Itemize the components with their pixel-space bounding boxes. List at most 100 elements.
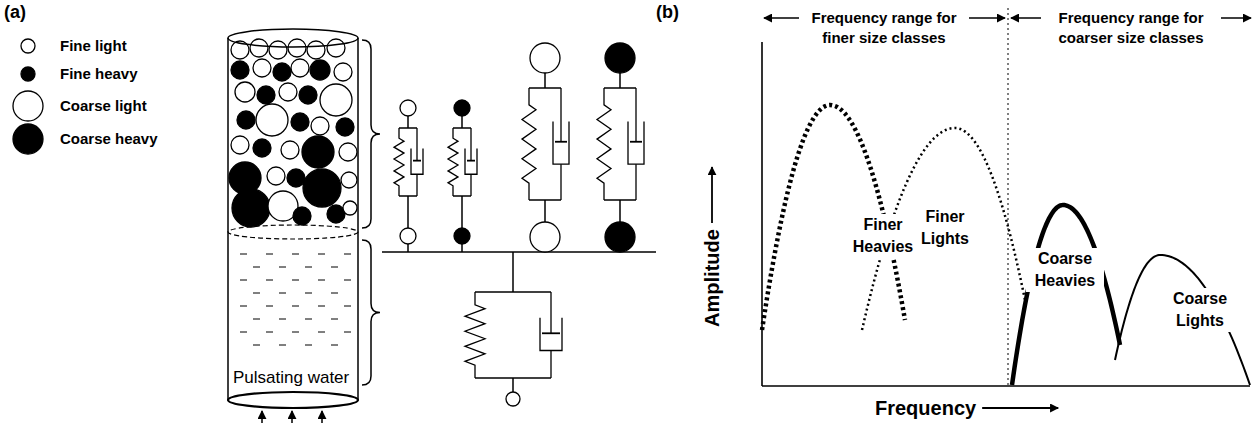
water-dash (292, 306, 299, 307)
particle (267, 167, 285, 185)
spring (522, 88, 536, 200)
model-particle (454, 228, 470, 244)
stem (512, 252, 514, 292)
particle (269, 41, 287, 59)
frame-bar (475, 291, 551, 293)
curve-label: Finer Heavies (846, 214, 920, 258)
dashpot-rod (635, 88, 636, 142)
axis-title: Amplitude (700, 229, 724, 327)
stem (407, 116, 409, 128)
column-top (228, 29, 358, 47)
legend-label: Coarse heavy (60, 130, 158, 148)
particle (343, 201, 357, 215)
stem (407, 196, 409, 228)
axis-arrow (982, 407, 1058, 409)
dashpot-rod (550, 292, 551, 333)
stem (619, 200, 621, 222)
water-arrow (291, 411, 293, 423)
legend-sample (13, 124, 43, 154)
particle (279, 83, 297, 101)
model-particle (605, 222, 635, 252)
model-particle (454, 100, 470, 116)
model-particle (605, 43, 635, 73)
water-dash (305, 293, 312, 294)
frame-bar (453, 127, 471, 129)
water-dash (292, 254, 299, 255)
spring (394, 128, 404, 196)
dashpot-piston (542, 332, 560, 334)
brace (362, 240, 380, 385)
brace (362, 40, 380, 228)
water-dash (292, 332, 299, 333)
particle (291, 59, 309, 77)
water-dash (305, 345, 312, 346)
jig-column (228, 29, 380, 423)
spectrum-chart (712, 8, 1251, 408)
dashpot-rod (470, 174, 471, 196)
particle (237, 111, 255, 129)
stem (461, 116, 463, 128)
stem (461, 196, 463, 228)
dashpot-cup (628, 122, 644, 165)
dashpot-cup (553, 122, 569, 165)
water-dash (305, 267, 312, 268)
dashpot-rod (560, 88, 561, 142)
water-dash (253, 345, 260, 346)
column-bottom (228, 392, 358, 408)
water-arrow (321, 411, 323, 423)
model-particle (530, 222, 560, 252)
water-dash (279, 319, 286, 320)
water-dash (331, 319, 338, 320)
dashpot-rod (550, 350, 551, 378)
particle (336, 118, 354, 136)
particle (250, 39, 268, 57)
stem (512, 378, 514, 392)
particle (327, 39, 345, 57)
particle (311, 117, 329, 135)
dashpot-rod (470, 128, 471, 161)
particle (273, 63, 291, 81)
dashpot-rod (416, 174, 417, 196)
model-particle (400, 228, 416, 244)
panel-label: (a) (4, 2, 26, 24)
curve-label: Finer Lights (914, 206, 976, 250)
particle (293, 207, 311, 225)
water-dash (292, 280, 299, 281)
frame-bar (399, 127, 417, 129)
stem (461, 244, 463, 252)
spring-dashpot-models (382, 43, 656, 406)
legend-sample (21, 39, 35, 53)
spring (597, 88, 611, 200)
legend-sample (13, 91, 43, 121)
particle (320, 84, 352, 116)
water-dash (279, 345, 286, 346)
frame-bar (604, 87, 636, 89)
dashpot-piston (630, 141, 642, 143)
dashpot-cup (465, 148, 477, 174)
particle (341, 172, 357, 188)
dashpot-rod (635, 164, 636, 200)
water-dash (240, 280, 247, 281)
model-particle (400, 100, 416, 116)
water-dash (240, 254, 247, 255)
bed-boundary (228, 225, 358, 239)
column-wall (357, 38, 359, 400)
axis-title: Frequency (875, 396, 976, 420)
dashpot-cup (540, 318, 562, 351)
particle (339, 143, 357, 161)
stem (407, 244, 409, 252)
particle (307, 41, 325, 59)
water-arrow (261, 411, 263, 423)
axis-arrow (711, 167, 713, 223)
panel-label: (b) (656, 2, 679, 24)
curve-label: Coarse Heavies (1026, 248, 1104, 292)
particle (232, 189, 270, 227)
dashpot-piston (555, 141, 567, 143)
water-dash (344, 306, 351, 307)
water-dash (318, 254, 325, 255)
particle (310, 60, 330, 80)
legend-label: Fine heavy (60, 65, 138, 83)
particle (287, 169, 305, 187)
dashpot-cup (411, 148, 423, 174)
